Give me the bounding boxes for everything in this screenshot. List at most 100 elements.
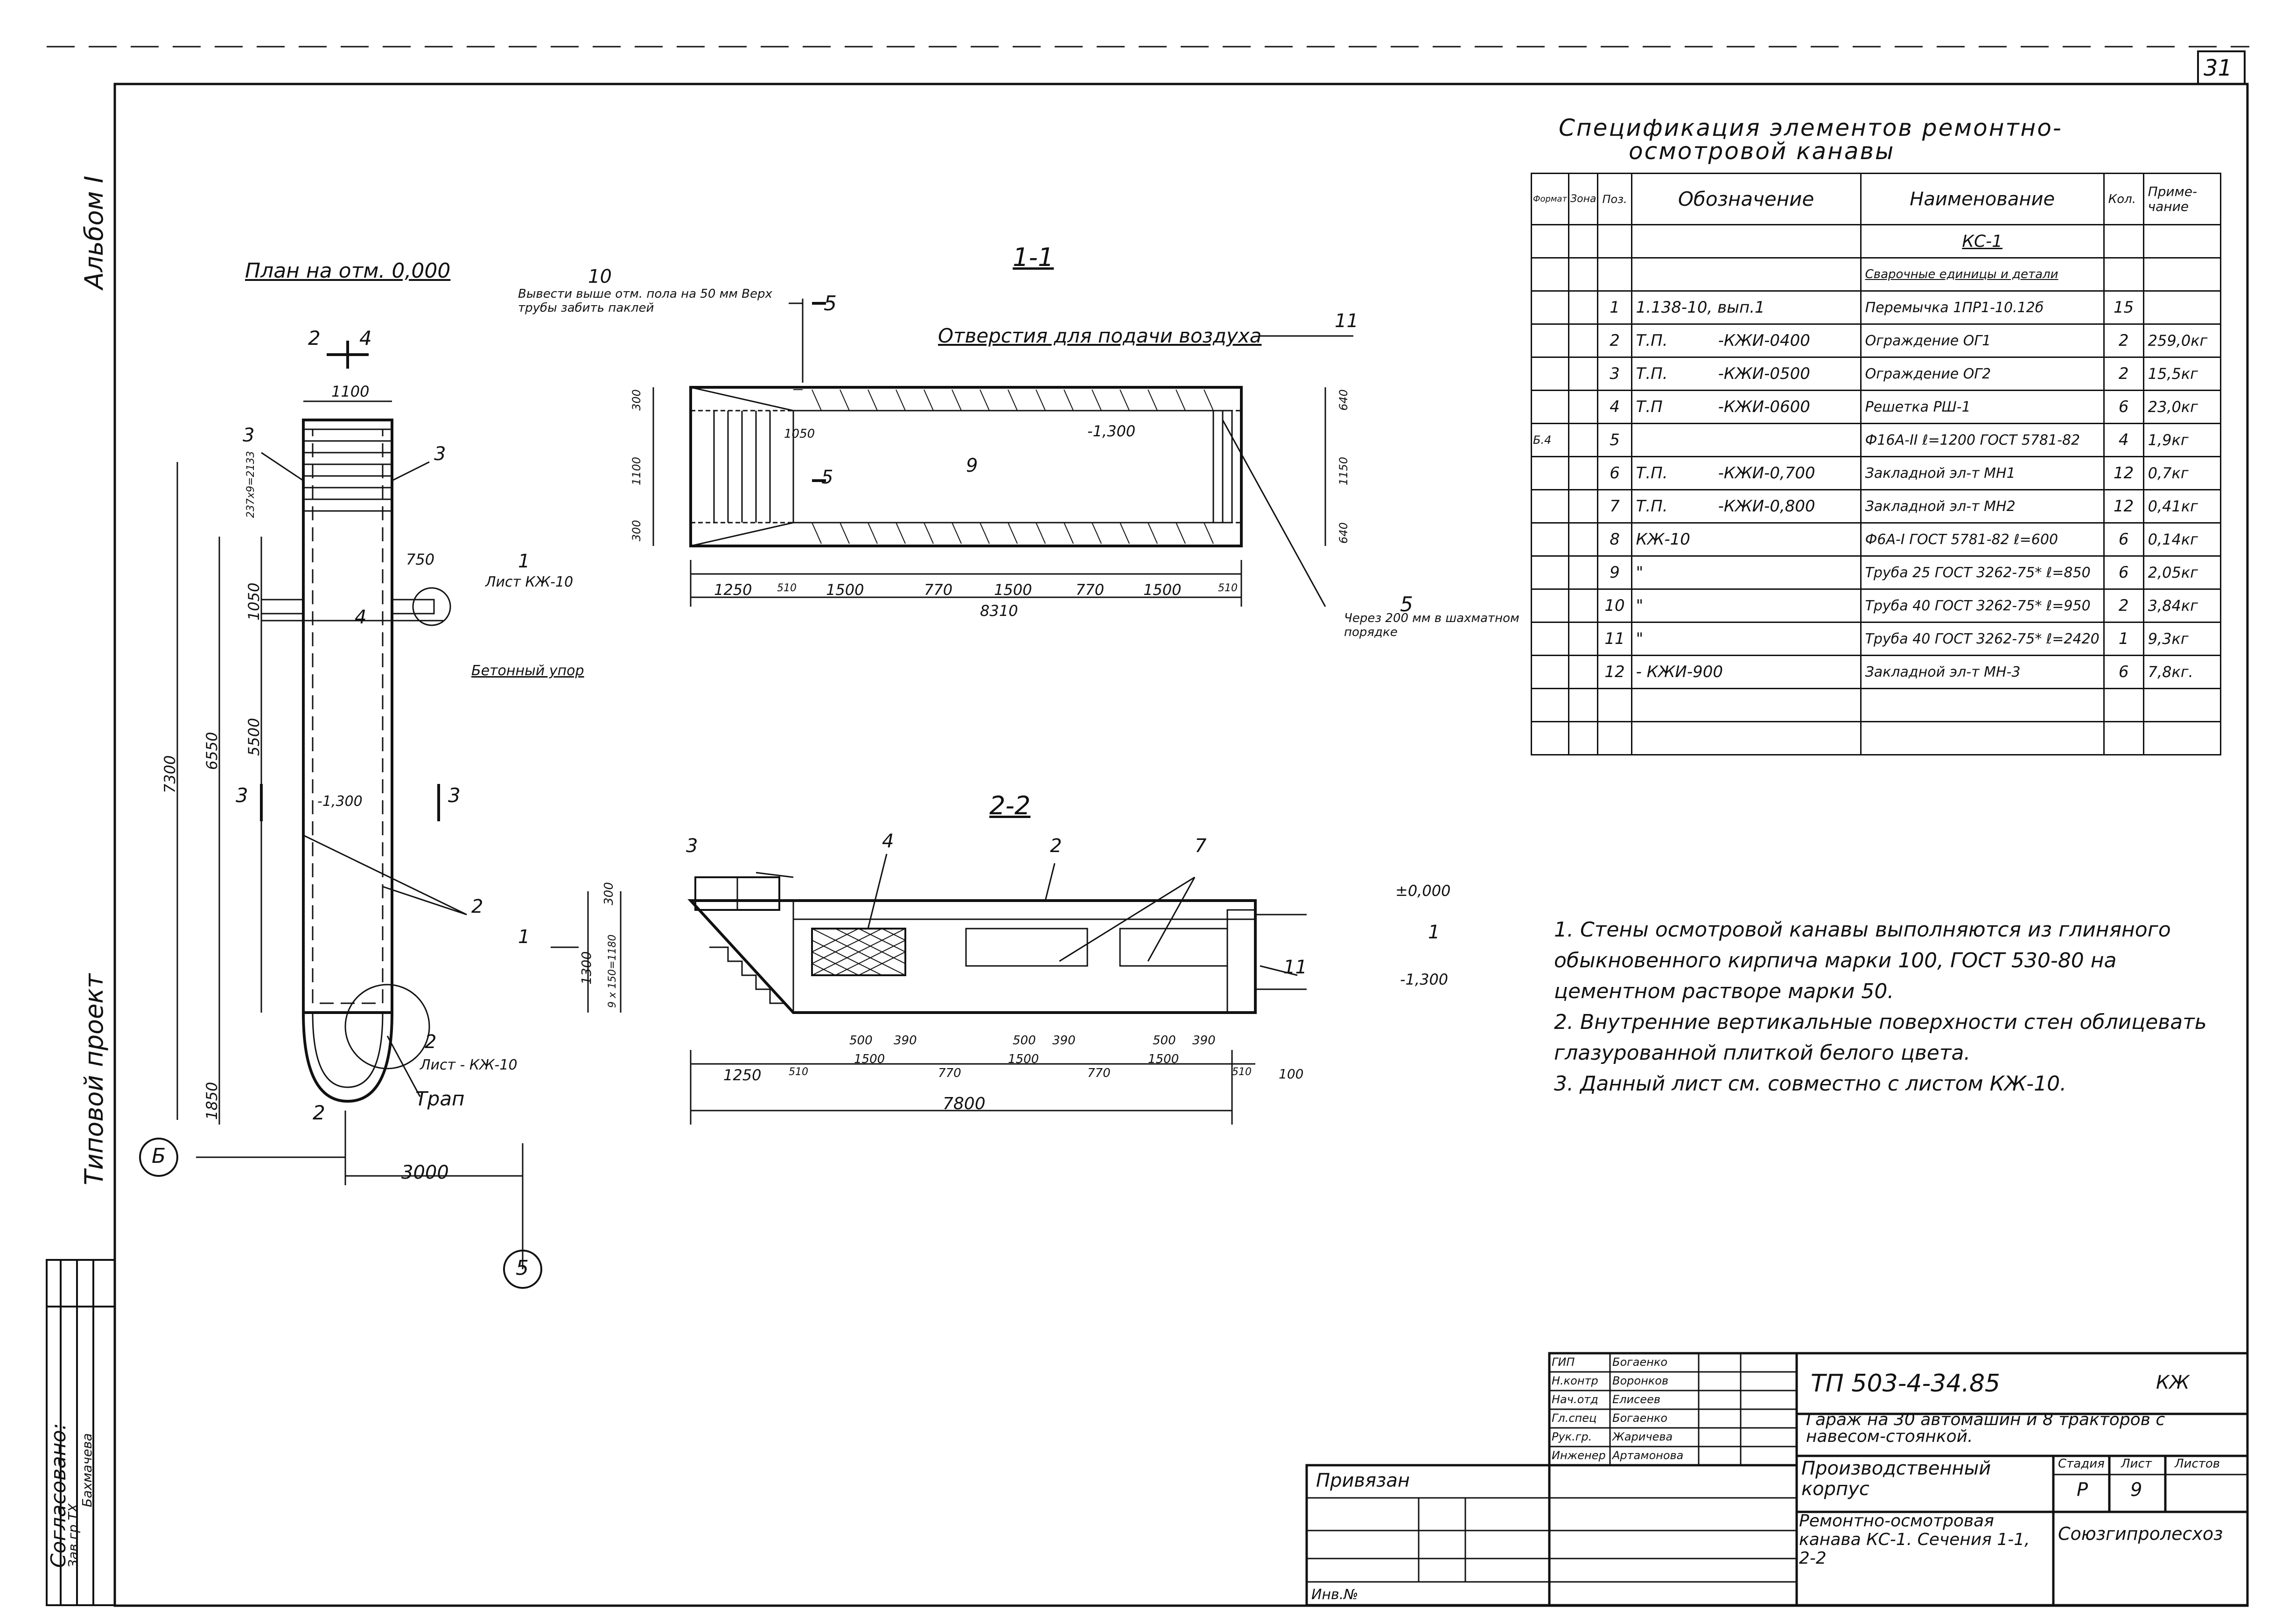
plan-pos-3a: 3 [243, 425, 255, 446]
s22-side-1: 1300 [579, 951, 594, 985]
spec-cell-qty: 15 [2103, 290, 2144, 325]
s22-dim-1: 510 [789, 1066, 808, 1078]
note-1: 1. Стены осмотровой канавы выполняются и… [1554, 918, 2171, 1003]
spec-cell-qty: 12 [2103, 489, 2144, 524]
plan-dim-3000: 3000 [401, 1162, 449, 1183]
title-org: Союзгипролесхоз [2058, 1524, 2223, 1544]
section-1-1-pos-11: 11 [1335, 310, 1358, 332]
side-label-project: Типовой проект [79, 973, 109, 1185]
plan-cut-2-top: 2 [308, 327, 321, 350]
s11-side-0: 300 [630, 389, 643, 411]
spec-cell-pos: 1 [1597, 290, 1632, 325]
spec-cell-zone [1568, 622, 1599, 656]
spec-cell-code: Т.П. -КЖИ-0400 [1631, 323, 1862, 358]
spec-cell-name: Ограждение ОГ1 [1860, 323, 2105, 358]
spec-cell-name: Труба 40 ГОСТ 3262-75* ℓ=950 [1860, 588, 2105, 623]
spec-cell-qty: 2 [2103, 588, 2144, 623]
spec-cell-zone [1568, 489, 1599, 524]
spec-cell-code: Т.П. -КЖИ-0,700 [1631, 456, 1862, 490]
spec-cell-pos: 12 [1597, 655, 1632, 689]
spec-cell-format [1530, 290, 1570, 325]
section-1-1-note-5: Через 200 мм в шахматном порядке [1344, 611, 1519, 639]
s22-pos-3: 3 [686, 835, 698, 857]
section-1-1-note-10: Вывести выше отм. пола на 50 мм Верх тру… [518, 287, 772, 315]
s11-dim-0: 1250 [714, 581, 752, 599]
spec-cell-qty: 2 [2103, 357, 2144, 391]
spec-cell-note: 23,0кг [2142, 390, 2222, 424]
plan-note-drain: Трап [415, 1087, 465, 1110]
spec-h-zone: Зона [1568, 173, 1599, 225]
spec-cell-name: Труба 25 ГОСТ 3262-75* ℓ=850 [1860, 555, 2105, 590]
s11-dim-5: 770 [1076, 581, 1105, 599]
spec-cell-pos: 7 [1597, 489, 1632, 524]
plan-drawing [139, 341, 542, 1289]
title-stage-label: Стадия [2058, 1457, 2105, 1471]
s11-dim-3: 770 [924, 581, 953, 599]
signer-role: Н.контр [1552, 1374, 1598, 1387]
spec-h-name: Наименование [1860, 173, 2105, 225]
spec-cell-name: Ф16А-II ℓ=1200 ГОСТ 5781-82 [1860, 423, 2105, 457]
note-2: 2. Внутренние вертикальные поверхности с… [1554, 1010, 2207, 1065]
plan-title: План на отм. 0,000 [245, 259, 451, 283]
signer-role: Гл.спец [1552, 1412, 1597, 1425]
spec-cell-pos: 5 [1597, 423, 1632, 457]
stamp-left-role: Зав.гр.ТХ [65, 1503, 81, 1568]
spec-cell-note: 3,84кг [2142, 588, 2222, 623]
spec-cell-code: " [1631, 588, 1862, 623]
s11-dim-total: 8310 [980, 602, 1018, 620]
spec-cell-format [1530, 323, 1570, 358]
title-sheet-title: Ремонтно-осмотровая канава КС-1. Сечения… [1799, 1511, 2030, 1568]
spec-cell-pos: 3 [1597, 357, 1632, 391]
spec-cell-code: Т.П. -КЖИ-0500 [1631, 357, 1862, 391]
spec-cell-name: Перемычка 1ПР1-10.12б [1860, 290, 2105, 325]
s22-dim-7: 390 [1052, 1034, 1076, 1048]
spec-cell-note: 9,3кг [2142, 622, 2222, 656]
s22-side-2: 9 x 150=1180 [607, 934, 618, 1008]
spec-cell-note: 0,41кг [2142, 489, 2222, 524]
spec-h-format: Формат [1530, 173, 1570, 225]
plan-pos-1: 1 [518, 551, 530, 572]
plan-note-kzh10b: Лист - КЖ-10 [420, 1057, 518, 1073]
spec-cell-note: 7,8кг. [2142, 655, 2222, 689]
spec-cell-zone [1568, 290, 1599, 325]
spec-cell-pos: 4 [1597, 390, 1632, 424]
axis-b: Б [152, 1144, 166, 1168]
plan-elevation: -1,300 [317, 793, 363, 810]
plan-dim-5500: 5500 [245, 718, 263, 756]
s22-dim-9: 770 [1087, 1066, 1111, 1080]
spec-cell-zone [1568, 323, 1599, 358]
s22-pos-7: 7 [1195, 835, 1207, 857]
spec-cell-format [1530, 390, 1570, 424]
s11-side-4: 1150 [1337, 456, 1350, 485]
spec-cell-zone [1568, 655, 1599, 689]
s11-dim-2: 1500 [826, 581, 864, 599]
spec-cell-pos: 2 [1597, 323, 1632, 358]
signer-name: Елисеев [1612, 1393, 1660, 1406]
s22-dim-13: 510 [1232, 1066, 1252, 1078]
axis-5: 5 [516, 1256, 529, 1280]
signer-name: Воронков [1612, 1374, 1669, 1387]
plan-dim-stairs: 237х9=2133 [245, 451, 257, 518]
s22-pos-11: 11 [1283, 957, 1307, 978]
spec-cell-qty: 12 [2103, 456, 2144, 490]
stamp-left-name: Бахмачева [79, 1433, 95, 1507]
plan-dim-1850: 1850 [203, 1082, 221, 1120]
spec-header-row: Формат Зона Поз. Обозначение Наименовани… [1530, 173, 2222, 225]
s22-dim-6: 500 [1013, 1034, 1036, 1048]
plan-cut-3-right: 3 [448, 784, 461, 807]
plan-note-stop: Бетонный упор [471, 663, 584, 679]
title-stage: Р [2077, 1479, 2088, 1501]
plan-dim-1050: 1050 [245, 582, 263, 621]
spec-title-1: Спецификация элементов ремонтно- [1559, 114, 2063, 141]
spec-h-pos: Поз. [1597, 173, 1632, 225]
spec-cell-note: 0,14кг [2142, 522, 2222, 557]
s22-dim-0: 1250 [723, 1066, 762, 1084]
spec-cell-qty: 6 [2103, 390, 2144, 424]
signer-name: Богаенко [1612, 1412, 1668, 1425]
